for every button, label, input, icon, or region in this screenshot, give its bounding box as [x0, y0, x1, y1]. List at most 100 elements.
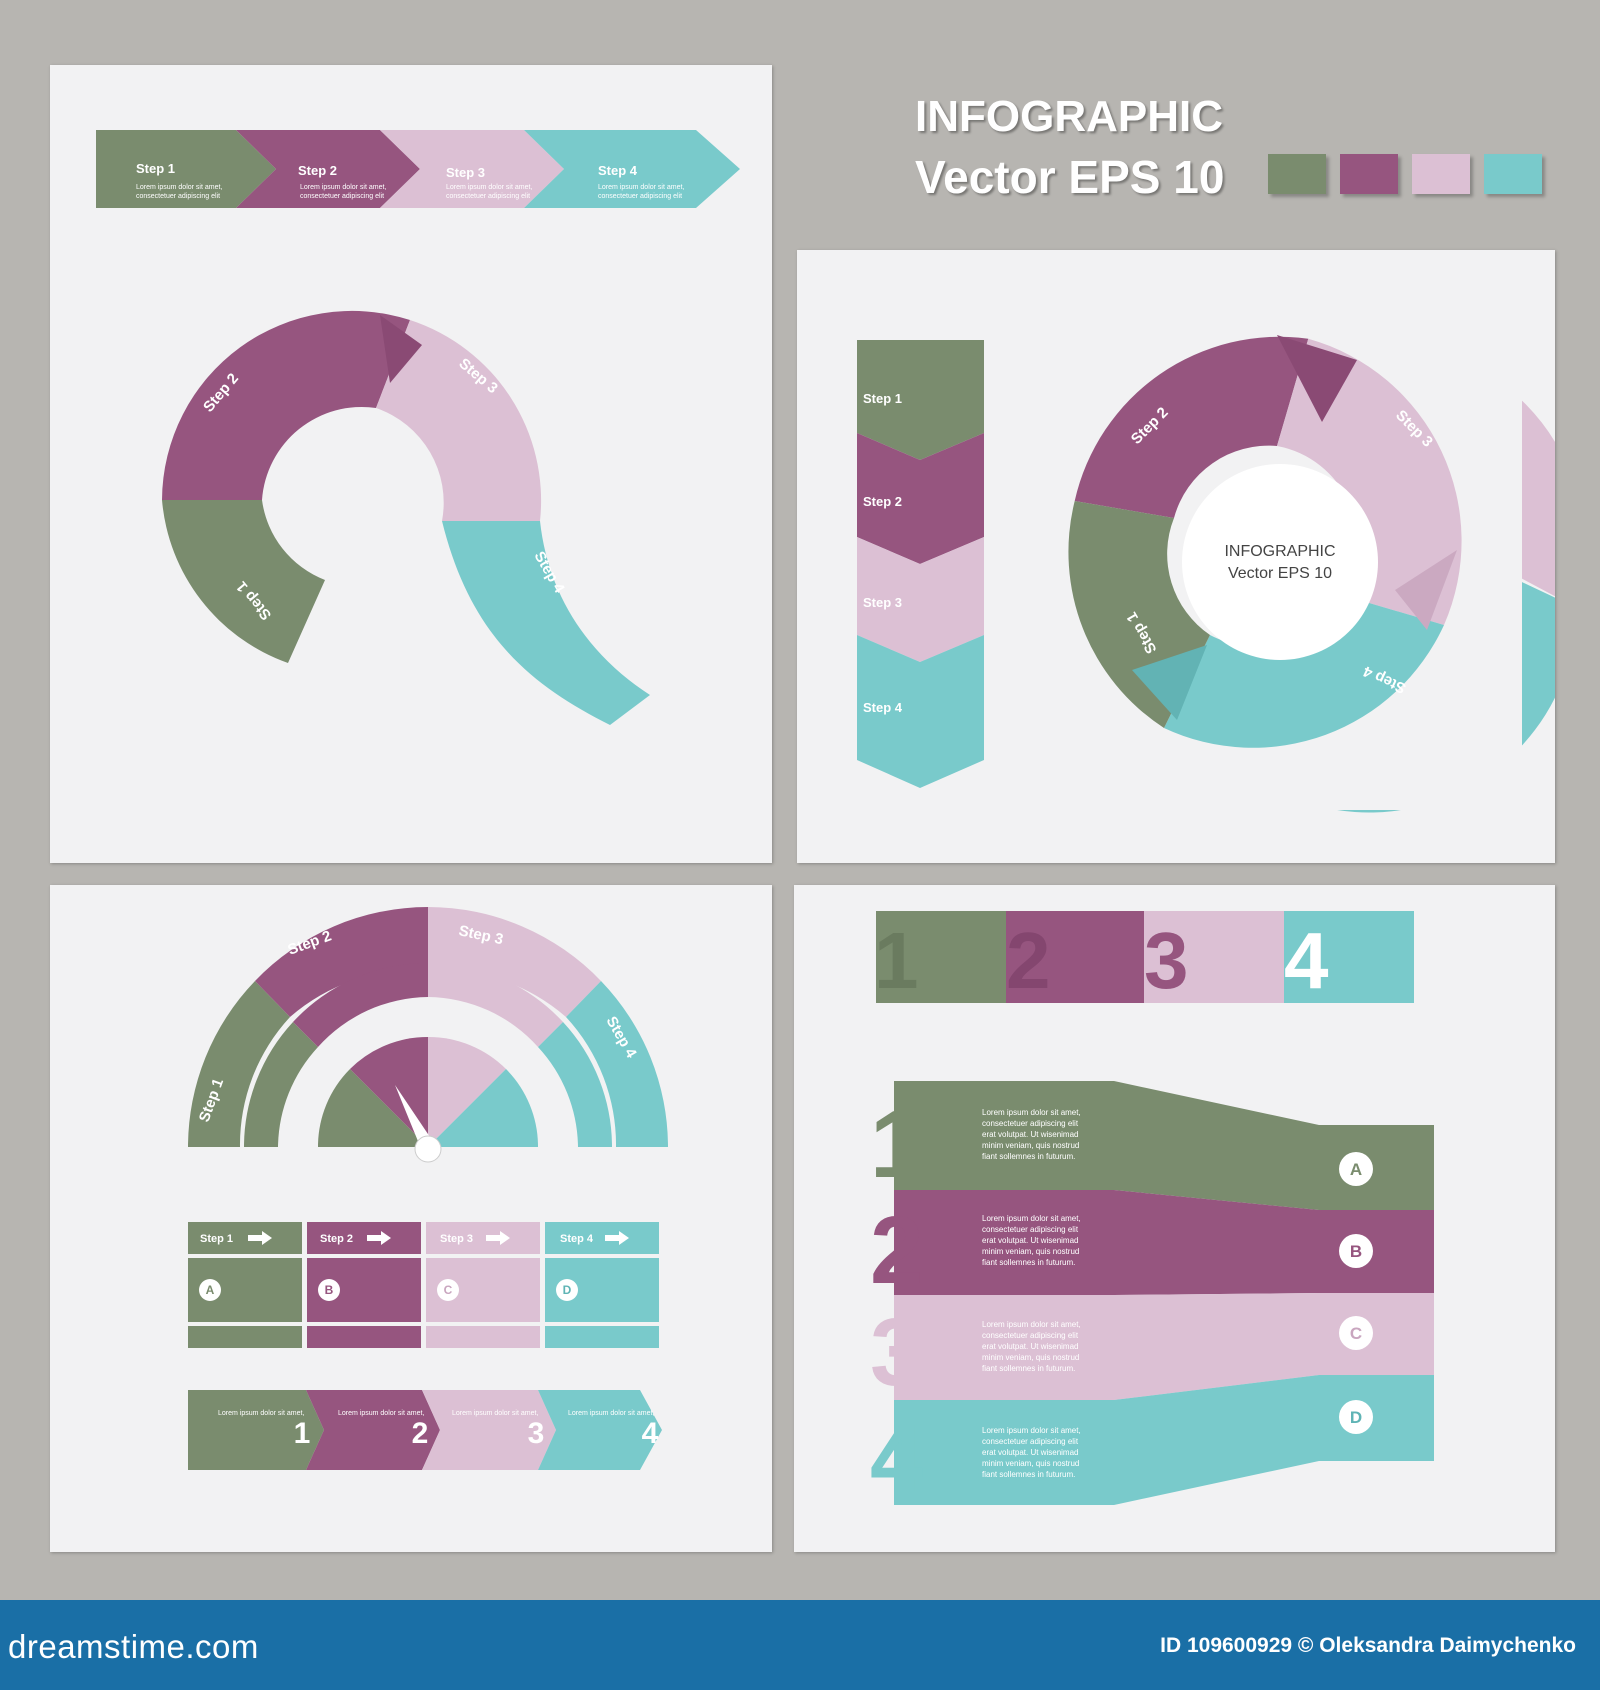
band-badge-a: [1339, 1152, 1373, 1186]
curved-process: Step 2 Step 3 Step 1 Step 4: [162, 310, 650, 725]
stack-step-2: [857, 433, 984, 564]
semi-inner-step-2: [293, 963, 428, 1047]
banner-seg-1: [876, 911, 1006, 1003]
num-arrow-4-number: 4: [642, 1417, 659, 1450]
banner-number-4: 4: [1284, 916, 1329, 1005]
card-arrow-icons: [248, 1231, 629, 1245]
num-arrow-1: [188, 1390, 324, 1470]
gauge-needle: [395, 1085, 434, 1151]
footer-bar: dreamstime.com ID 109600929 © Oleksandra…: [0, 1600, 1600, 1690]
banner-seg-2: [1006, 911, 1144, 1003]
arrow-right-icon: [248, 1231, 272, 1245]
stack-step-3-label: Step 3: [863, 595, 902, 610]
ring-center-disc: [1182, 464, 1378, 660]
curve-fold-arrow: [380, 315, 422, 383]
swatch-purple: [1340, 154, 1398, 194]
arrow-3-text: Lorem ipsum dolor sit amet,: [446, 184, 532, 191]
semi-inner-step-4: [538, 1022, 612, 1147]
band-1-text: erat volutpat. Ut wisenimad: [982, 1130, 1079, 1139]
arrow-right-icon: [367, 1231, 391, 1245]
band-2-text: Lorem ipsum dolor sit amet,: [982, 1214, 1081, 1223]
band-3-text: erat volutpat. Ut wisenimad: [982, 1342, 1079, 1351]
band-1-text: Lorem ipsum dolor sit amet,: [982, 1108, 1081, 1117]
stacked-bands: 1 2 3 4 A B C D Lorem ipsum dolor sit am…: [870, 1081, 1434, 1512]
semi-outer-step-3: [428, 907, 601, 1017]
band-number-3: 3: [870, 1299, 923, 1406]
semi-outer-step-2: [255, 907, 428, 1017]
band-number-1: 1: [870, 1091, 923, 1198]
swatch-green: [1268, 154, 1326, 194]
semi-outer-step-4: [566, 981, 668, 1147]
band-3-text: Lorem ipsum dolor sit amet,: [982, 1320, 1081, 1329]
band-letter-c: C: [1350, 1324, 1362, 1343]
badge-d: [556, 1279, 578, 1301]
ring-arrow-2: [1277, 335, 1357, 422]
gauge-green: [317, 1069, 428, 1147]
semicircle-process: Step 1 Step 2 Step 3 Step 4: [188, 907, 668, 1163]
ring-center-line1: INFOGRAPHIC: [1224, 543, 1335, 560]
band-badge-b: [1339, 1234, 1373, 1268]
card-letter-badges: A B C D: [199, 1279, 578, 1301]
band-number-2: 2: [870, 1197, 923, 1304]
band-3-text: fiant sollemnes in futurum.: [982, 1364, 1075, 1373]
banner-number-3: 3: [1144, 916, 1189, 1005]
semi-inner-step-1: [244, 1022, 318, 1147]
stack-step-4: [857, 635, 984, 788]
ring-seg-step-2: [1074, 336, 1309, 518]
card-4-header: [545, 1222, 659, 1254]
card-grid: Step 1 Step 2 Step 3 Step 4 A B C D: [188, 1222, 659, 1348]
band-letter-a: A: [1350, 1160, 1362, 1179]
arrow-step-4: [524, 130, 740, 208]
num-arrow-2-text: Lorem ipsum dolor sit amet,: [338, 1410, 424, 1417]
header-title: INFOGRAPHIC: [915, 92, 1223, 141]
band-4-text: fiant sollemnes in futurum.: [982, 1470, 1075, 1479]
stack-step-1-label: Step 1: [863, 391, 902, 406]
curve-segment-step-1: [162, 500, 325, 663]
num-arrow-4: [538, 1390, 662, 1470]
badge-b-letter: B: [325, 1283, 334, 1297]
band-1-text: minim veniam, quis nostrud: [982, 1141, 1079, 1150]
number-banner: 1 2 3 4: [874, 911, 1414, 1005]
curve-segment-step-2: [162, 310, 410, 500]
card-2-label: Step 2: [320, 1233, 353, 1245]
ring-arrow-4: [1132, 645, 1207, 720]
numbered-arrow-row: 1 2 3 4 Lorem ipsum dolor sit amet, Lore…: [188, 1390, 662, 1470]
panel-top-right: Step 1 Step 2 Step 3 Step 4 INFOGRAPHIC …: [797, 250, 1555, 863]
banner-number-2: 2: [1006, 916, 1051, 1005]
ring-center-line2: Vector EPS 10: [1228, 565, 1332, 582]
band-3: [894, 1293, 1434, 1400]
band-2-text: erat volutpat. Ut wisenimad: [982, 1236, 1079, 1245]
band-badge-c: [1339, 1316, 1373, 1350]
gauge-pink: [428, 1036, 506, 1147]
curve-segment-step-3: [376, 320, 542, 521]
band-2: [894, 1190, 1434, 1295]
band-2-text: fiant sollemnes in futurum.: [982, 1258, 1075, 1267]
band-4-text: erat volutpat. Ut wisenimad: [982, 1448, 1079, 1457]
arrow-step-2: [236, 130, 420, 208]
horizontal-arrow-process: Step 1 Step 2 Step 3 Step 4 Lorem ipsum …: [96, 130, 740, 208]
vertical-step-stack: Step 1 Step 2 Step 3 Step 4: [857, 340, 984, 788]
stack-step-3: [857, 537, 984, 662]
band-1: [894, 1081, 1434, 1210]
footer-logo[interactable]: dreamstime.com: [8, 1628, 259, 1665]
band-4-text: Lorem ipsum dolor sit amet,: [982, 1426, 1081, 1435]
arrow-3-text: consectetuer adipiscing elit: [446, 193, 530, 200]
band-1-text: fiant sollemnes in futurum.: [982, 1152, 1075, 1161]
badge-c-letter: C: [444, 1283, 453, 1297]
panel-bottom-left: Step 1 Step 2 Step 3 Step 4 Step 1 Step …: [50, 885, 772, 1552]
arrow-step-2-label: Step 2: [298, 163, 337, 178]
arrow-step-1-label: Step 1: [136, 161, 175, 176]
arrow-2-text: consectetuer adipiscing elit: [300, 193, 384, 200]
header-subtitle: Vector EPS 10: [915, 151, 1225, 203]
badge-b: [318, 1279, 340, 1301]
stack-step-2-label: Step 2: [863, 494, 902, 509]
arrow-step-3: [380, 130, 564, 208]
semi-outer-step-1: [188, 981, 290, 1147]
card-1-header: [188, 1222, 302, 1254]
band-2-text: consectetuer adipiscing elit: [982, 1225, 1079, 1234]
gauge-teal: [428, 1069, 539, 1147]
band-3-text: consectetuer adipiscing elit: [982, 1331, 1079, 1340]
swatch-teal: [1484, 154, 1542, 194]
band-4-text: consectetuer adipiscing elit: [982, 1437, 1079, 1446]
banner-seg-3: [1144, 911, 1284, 1003]
